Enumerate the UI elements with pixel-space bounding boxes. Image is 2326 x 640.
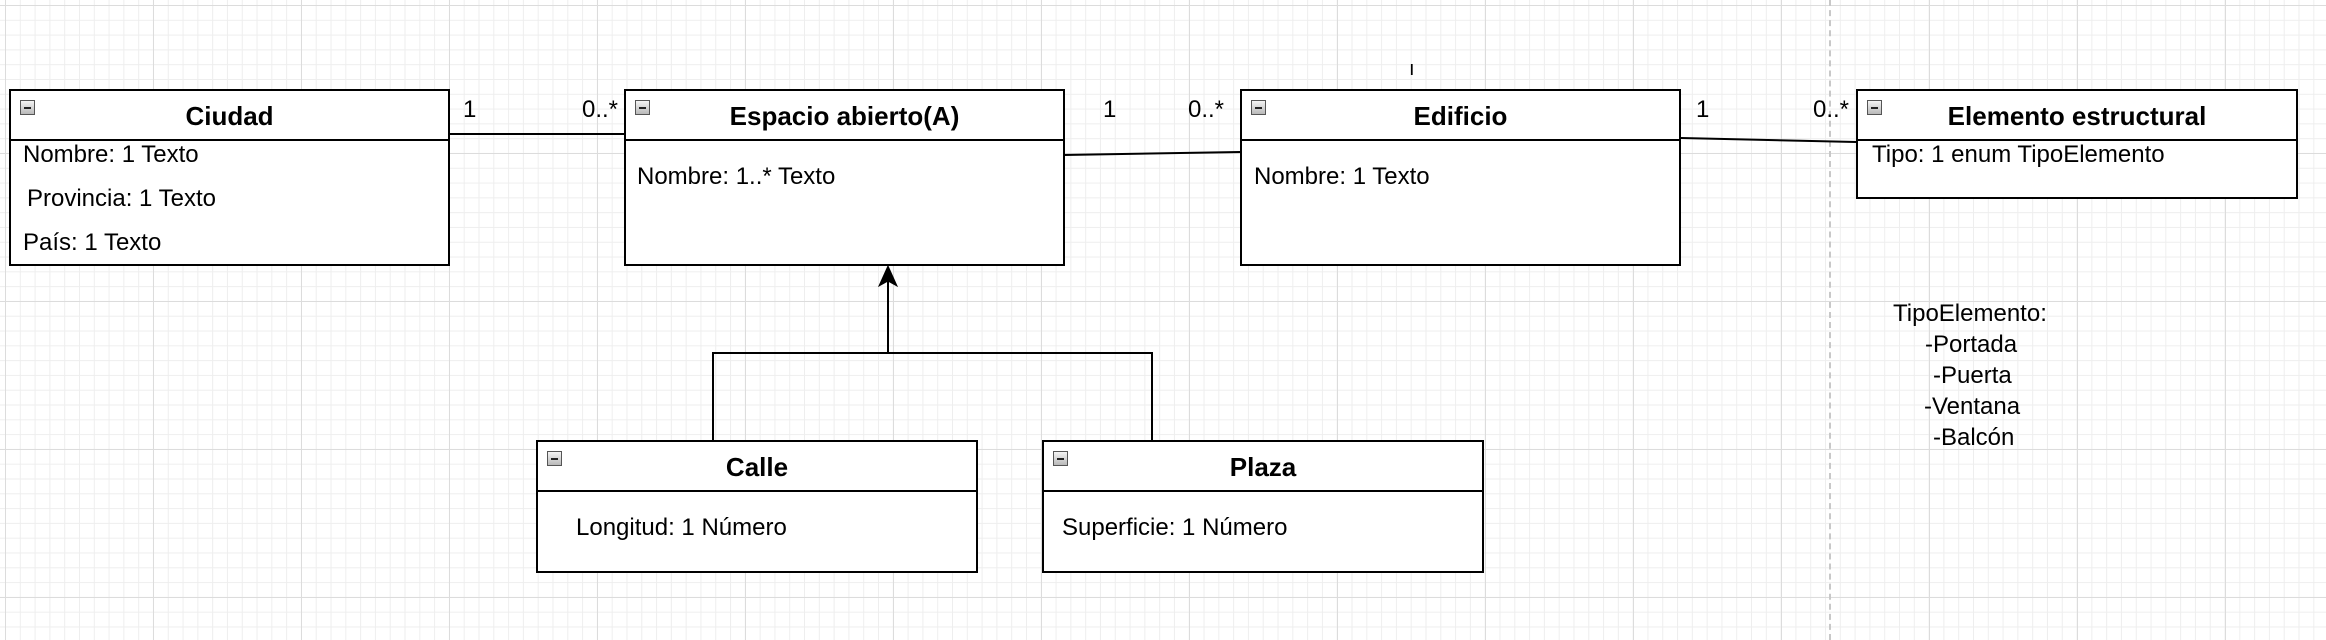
class-calle[interactable]: Calle Longitud: 1 Número — [536, 440, 978, 573]
ciudad-attr-nombre: Nombre: 1 Texto — [23, 141, 199, 168]
collapse-icon[interactable] — [635, 100, 650, 115]
class-ciudad-title: Ciudad — [185, 100, 274, 131]
class-plaza-title: Plaza — [1229, 451, 1297, 482]
collapse-icon[interactable] — [1053, 451, 1068, 466]
enum-value-portada: -Portada — [1925, 331, 2018, 358]
class-edificio-title: Edificio — [1413, 100, 1508, 131]
collapse-icon[interactable] — [20, 100, 35, 115]
espacio-attr-nombre: Nombre: 1..* Texto — [637, 163, 836, 190]
enum-value-puerta: -Puerta — [1933, 362, 2012, 389]
class-espacio-abierto-header[interactable]: Espacio abierto(A) — [626, 91, 1063, 141]
class-espacio-abierto-title: Espacio abierto(A) — [729, 100, 960, 131]
class-ciudad[interactable]: Ciudad Nombre: 1 Texto Provincia: 1 Text… — [9, 89, 450, 266]
class-plaza[interactable]: Plaza Superficie: 1 Número — [1042, 440, 1484, 573]
generalization-arrowhead — [877, 264, 899, 288]
class-edificio-header[interactable]: Edificio — [1242, 91, 1679, 141]
mult-ciudad-1[interactable]: 1 — [463, 96, 477, 123]
enum-value-balcon: -Balcón — [1933, 424, 2015, 451]
class-elemento-estructural[interactable]: Elemento estructural Tipo: 1 enum TipoEl… — [1856, 89, 2298, 199]
enum-value-ventana: -Ventana — [1924, 393, 2021, 420]
mult-espacio-1[interactable]: 1 — [1103, 96, 1117, 123]
assoc-espacio-edificio[interactable] — [1063, 151, 1241, 156]
class-elemento-estructural-title: Elemento estructural — [1947, 100, 2207, 131]
mult-edificio-0-many[interactable]: 0..* — [1188, 96, 1225, 123]
collapse-icon[interactable] — [547, 451, 562, 466]
ciudad-attr-pais: País: 1 Texto — [23, 229, 162, 256]
stray-mark: ı — [1409, 58, 1415, 80]
mult-elemento-0-many[interactable]: 0..* — [1813, 96, 1850, 123]
collapse-icon[interactable] — [1251, 100, 1266, 115]
generalization-calle-line[interactable] — [712, 270, 889, 441]
enum-note-tipoelemento[interactable]: TipoElemento: -Portada -Puerta -Ventana … — [1893, 298, 2047, 453]
edificio-attr-nombre: Nombre: 1 Texto — [1254, 163, 1430, 190]
class-calle-header[interactable]: Calle — [538, 442, 976, 492]
enum-note-title: TipoElemento: — [1893, 300, 2047, 327]
assoc-edificio-elemento[interactable] — [1680, 137, 1857, 143]
generalization-plaza-line[interactable] — [888, 352, 1153, 441]
ciudad-attr-provincia: Provincia: 1 Texto — [27, 185, 216, 212]
class-calle-title: Calle — [725, 451, 789, 482]
class-elemento-estructural-header[interactable]: Elemento estructural — [1858, 91, 2296, 141]
collapse-icon[interactable] — [1867, 100, 1882, 115]
calle-attr-longitud: Longitud: 1 Número — [576, 514, 787, 541]
page-boundary — [1829, 0, 1831, 640]
class-plaza-header[interactable]: Plaza — [1044, 442, 1482, 492]
plaza-attr-superficie: Superficie: 1 Número — [1062, 514, 1288, 541]
class-espacio-abierto[interactable]: Espacio abierto(A) Nombre: 1..* Texto — [624, 89, 1065, 266]
class-edificio[interactable]: Edificio Nombre: 1 Texto — [1240, 89, 1681, 266]
mult-espacio-0-many[interactable]: 0..* — [582, 96, 619, 123]
mult-edificio-1[interactable]: 1 — [1696, 96, 1710, 123]
class-ciudad-header[interactable]: Ciudad — [11, 91, 448, 141]
elemento-attr-tipo: Tipo: 1 enum TipoElemento — [1872, 141, 2165, 168]
